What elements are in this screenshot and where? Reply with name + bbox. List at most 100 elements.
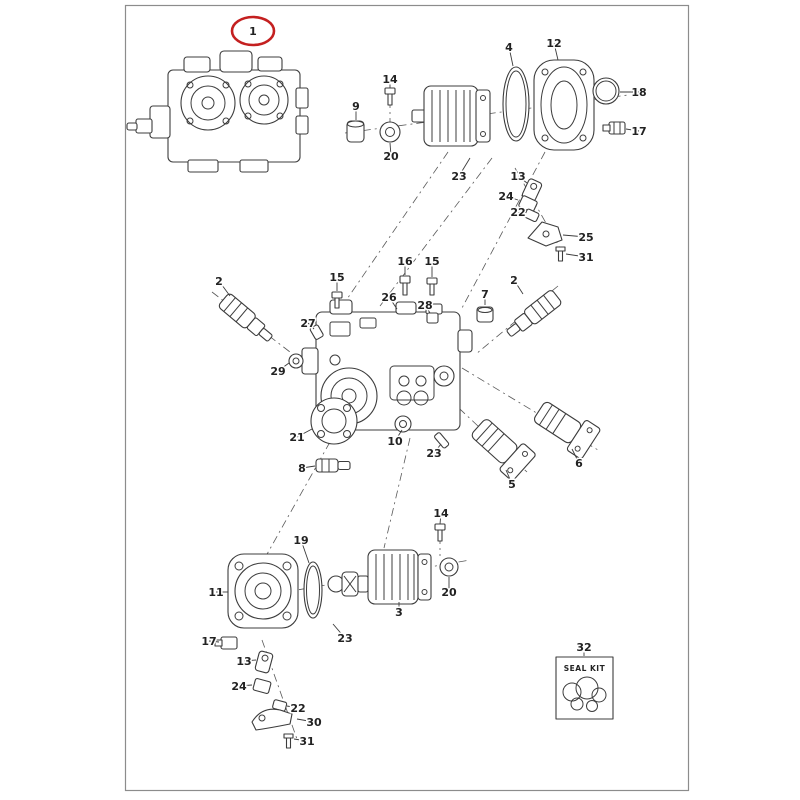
part-10-orifice-drawing: [394, 415, 412, 433]
part-1-assembled-pump-drawing: [126, 50, 309, 173]
callout-leader-line: [389, 142, 392, 157]
callout-leader-line: [505, 195, 519, 201]
part-17-plug-bottom-drawing: [214, 636, 238, 650]
part-number-label: 26: [381, 291, 397, 304]
part-29-plug-drawing: [288, 353, 304, 369]
part-13-valve-bottom-drawing: [254, 650, 274, 674]
part-number-label: 16: [397, 255, 413, 268]
highlight-circle: [230, 15, 276, 47]
part-number-label: 6: [575, 457, 583, 470]
callout-leader-line: [218, 280, 231, 297]
callout-leader-line: [505, 469, 513, 485]
callout-leader-line: [458, 157, 471, 177]
part-23-stud-middle-drawing: [434, 432, 450, 449]
part-number-label: 15: [329, 271, 344, 284]
callout-leader-line: [296, 428, 313, 438]
part-number-label: 28: [417, 299, 432, 312]
part-number-label: 17: [201, 635, 216, 648]
part-number-label: 8: [298, 462, 306, 475]
part-number-label: 2: [510, 274, 518, 287]
part-28-plug-drawing: [426, 312, 439, 324]
part-number-label: 15: [424, 255, 439, 268]
part-3-motor-top-drawing: [411, 85, 491, 147]
part-31-screw-bottom-drawing: [283, 733, 294, 749]
part-number-label: 27: [300, 317, 315, 330]
callout-leader-line: [243, 659, 257, 662]
callout-leader-line: [296, 718, 315, 723]
shaft-coupling-drawing: [327, 571, 369, 597]
part-17-plug-top-drawing: [602, 121, 626, 135]
callout-leader-line: [424, 304, 431, 314]
part-15-bolt-right-drawing: [426, 277, 438, 296]
part-20-ring-bottom-drawing: [439, 557, 459, 577]
part-number-label: 31: [299, 735, 314, 748]
part-number-label: 19: [293, 534, 308, 547]
part-30-bracket-drawing: [251, 708, 293, 731]
callout-leader-line: [439, 512, 442, 525]
part-16-bolt-drawing: [399, 275, 411, 296]
callout-leader-line: [513, 279, 524, 295]
callout-leader-line: [394, 429, 403, 442]
part-22-nut-top-drawing: [524, 208, 540, 223]
callout-leader-line: [332, 623, 346, 639]
part-number-label: 7: [481, 288, 489, 301]
callout-leader-line: [571, 448, 580, 464]
part-25-bracket-drawing: [527, 221, 563, 247]
callout-leader-line: [517, 175, 528, 184]
part-5-motor-drawing: [471, 419, 536, 481]
part-number-label: 30: [306, 716, 322, 729]
part-number-label: 13: [236, 655, 251, 668]
part-number-label: 11: [208, 586, 223, 599]
part-number-label: 1: [249, 25, 257, 38]
part-18-oring-drawing: [592, 77, 620, 105]
part-32-seal-kit-drawing: SEAL KIT: [555, 656, 614, 720]
part-number-label: 13: [510, 170, 525, 183]
part-number-label: 23: [426, 447, 441, 460]
part-number-label: 5: [508, 478, 516, 491]
part-number-label: 14: [382, 73, 398, 86]
part-number-label: 31: [578, 251, 593, 264]
part-11-flange-housing-drawing: [227, 553, 299, 629]
part-number-label: 22: [510, 206, 525, 219]
callout-leader-line: [277, 362, 290, 372]
callout-leader-line: [208, 640, 220, 643]
part-number-label: 24: [231, 680, 247, 693]
part-number-label: 4: [505, 41, 513, 54]
part-number-label: 12: [546, 37, 561, 50]
callout-leader-line: [293, 738, 308, 742]
part-6-motor-drawing: [533, 401, 601, 459]
part-8-fitting-drawing: [315, 458, 351, 473]
callout-leader-line: [307, 322, 315, 330]
part-24-coil-bottom-drawing: [252, 678, 272, 694]
part-number-label: 2: [215, 275, 223, 288]
part-number-label: 22: [290, 702, 305, 715]
part-number-label: 29: [270, 365, 285, 378]
page-frame: [124, 4, 690, 792]
callout-leader-line: [508, 46, 514, 67]
part-15-bolt-left-drawing: [331, 291, 343, 309]
part-7-plug-drawing: [476, 306, 494, 323]
callout-leader-line: [433, 443, 442, 454]
callout-leader-line: [301, 465, 316, 469]
part-number-label: 23: [337, 632, 352, 645]
part-number-label: 23: [451, 170, 466, 183]
callout-leader-line: [565, 253, 587, 258]
seal-kit-text: SEAL KIT: [564, 664, 606, 673]
part-number-label: 9: [352, 100, 360, 113]
part-24-coil-top-drawing: [518, 195, 538, 213]
callout-leader-line: [625, 128, 640, 132]
part-14-bolt-bottom-drawing: [434, 523, 446, 542]
part-number-label: 14: [433, 507, 449, 520]
part-20-ring-top-drawing: [379, 121, 401, 143]
part-number-label: 20: [441, 586, 457, 599]
part-number-label: 3: [395, 606, 403, 619]
part-number-label: 18: [631, 86, 646, 99]
part-number-label: 24: [498, 190, 514, 203]
callout-leader-line: [238, 684, 253, 687]
callout-leader-line: [388, 296, 398, 310]
part-number-label: 32: [576, 641, 591, 654]
part-number-label: 21: [289, 431, 304, 444]
